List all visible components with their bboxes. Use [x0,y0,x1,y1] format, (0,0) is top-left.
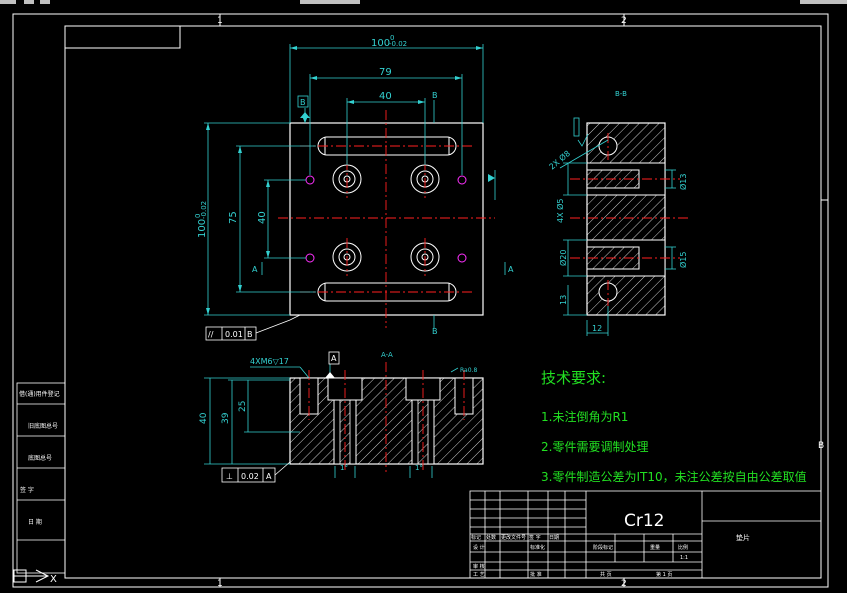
dim-1deg-b: 1° [415,464,423,472]
dim-100v-sub: -0.02 [200,201,208,219]
gdt-perpendicularity [221,461,291,483]
section-bb-title: B-B [615,90,627,98]
dim-1deg-a: 1° [340,464,348,472]
side-row-3: 底图总号 [28,454,52,462]
dim-100-super: 0 [390,34,394,42]
top-view: 100 0 -0.02 79 40 100 0 -0.02 75 40 B B … [194,34,514,341]
zone-bottom-2: 2 [621,579,627,589]
svg-text:更改文件号: 更改文件号 [501,534,526,541]
svg-text:比例: 比例 [678,544,688,551]
svg-text:共 页: 共 页 [600,571,612,578]
section-aa: A-A [199,351,484,483]
gdt-ref-b: B [247,330,253,339]
dim-13-dia: Ø13 [678,174,688,190]
gdt-symbol-parallel: // [208,330,214,339]
svg-text:标记: 标记 [471,534,481,541]
svg-text:第 1 页: 第 1 页 [656,571,672,578]
gdt-tolerance-002: 0.02 [241,472,259,481]
dim-75: 75 [228,211,239,224]
window-top-strip [0,0,847,7]
material-cr12: Cr12 [624,511,665,531]
dim-39: 39 [221,412,231,424]
side-table: 借(通)用件登记 旧底图总号 底图总号 签 字 日 期 [16,382,66,574]
svg-text:重量: 重量 [650,544,660,551]
svg-text:B: B [300,98,306,107]
gdt-parallelism [205,314,301,341]
side-row-2: 旧底图总号 [28,422,58,430]
svg-text:日期: 日期 [549,535,559,541]
svg-text:标准化: 标准化 [530,544,545,551]
datum-a-flag: A [325,351,340,378]
svg-text:批 准: 批 准 [530,571,542,578]
roughness-mark: Ra0.8 [460,367,477,374]
dim-100-horizontal: 100 [371,38,390,49]
dim-40-aa: 40 [199,412,209,424]
surface-mark-bb [573,117,589,147]
gdt-ref-a: A [266,472,272,481]
side-row-4: 签 字 [20,486,34,494]
ucs-icon: X [13,569,57,585]
zone-top-2: 2 [621,16,627,26]
drawing-frame [12,13,829,588]
note-3: 3.零件制造公差为IT10，未注公差按自由公差取值 [541,469,807,484]
dim-100-sub: -0.02 [389,40,407,48]
notes-heading: 技术要求: [541,369,606,387]
svg-text:A: A [331,354,337,363]
note-2: 2.零件需要调制处理 [541,440,648,454]
datum-b-flag: B [297,95,310,118]
gdt-symbol-perp: ⊥ [226,472,233,481]
svg-text:设 计: 设 计 [473,544,485,551]
dim-100-vertical: 100 [197,219,208,238]
technical-requirements: 技术要求: 1.未注倒角为R1 2.零件需要调制处理 3.零件制造公差为IT10… [541,369,807,484]
part-name: 垫片 [736,533,750,542]
dim-40-horizontal: 40 [379,91,392,102]
zone-top-1: 1 [217,16,223,26]
dim-100v-super: 0 [194,214,202,218]
zone-bottom-1: 1 [217,579,223,589]
dim-79: 79 [379,67,392,78]
dim-4x5: 4X Ø5 [555,199,565,224]
section-b-top: B [432,91,438,100]
section-a-left: A [252,265,258,274]
section-bb: B-B [547,90,690,336]
section-aa-title: A-A [381,351,393,359]
svg-text:审 核: 审 核 [473,563,485,570]
side-row-5: 日 期 [28,518,42,526]
top-view-outline [289,122,484,316]
dim-20-dia: Ø20 [558,250,568,266]
svg-text:工 艺: 工 艺 [473,572,485,578]
thread-callout: 4XM6▽17 [250,357,289,366]
dim-40-vertical: 40 [257,211,268,224]
dim-15-dia: Ø15 [678,252,688,268]
title-block: Cr12 垫片 标记 处数 更改文件号 签 字 日期 设 计 标准化 阶段标记 … [469,490,822,579]
gdt-tolerance-001: 0.01 [225,330,243,339]
scale-value: 1:1 [680,555,688,561]
dim-25: 25 [238,401,248,412]
note-1: 1.未注倒角为R1 [541,409,628,424]
zone-labels: 1 2 1 2 B [217,16,824,589]
svg-text:处数: 处数 [486,534,496,541]
dim-12: 12 [592,324,602,333]
dim-13: 13 [559,295,568,305]
section-a-right: A [508,265,514,274]
svg-text:阶段标记: 阶段标记 [593,544,613,551]
section-b-bottom: B [432,327,438,336]
side-row-1: 借(通)用件登记 [19,390,60,398]
svg-text:签 字: 签 字 [529,534,541,541]
ucs-x-label: X [50,574,57,585]
zone-right-b: B [818,441,824,451]
